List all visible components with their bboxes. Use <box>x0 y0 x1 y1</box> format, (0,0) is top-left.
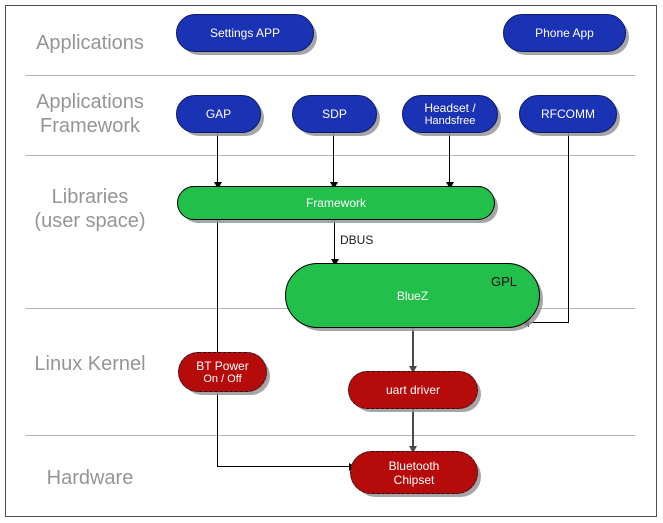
edge-sdp-to-framework-arrowhead <box>330 182 338 189</box>
node-bt-power-label-line1: BT Power <box>196 358 249 373</box>
node-framework-label: Framework <box>305 196 366 210</box>
edge-gap-to-framework-arrowhead <box>214 182 222 189</box>
layer-label-linux-kernel: Linux Kernel <box>34 353 146 375</box>
divider-applications-framework <box>25 155 635 156</box>
layer-label-applications-framework-line2: Framework <box>39 115 140 137</box>
layer-label-libraries-line2: (user space) <box>34 210 146 232</box>
layer-label-applications: Applications <box>36 32 144 54</box>
edge-gap-to-framework-line <box>217 133 218 186</box>
edge-uart-to-chipset-arrowhead <box>409 446 417 453</box>
node-bt-power[interactable]: BT Power On / Off <box>178 352 267 392</box>
node-sdp-label: SDP <box>322 107 347 121</box>
edge-bluez-to-uart-arrowhead <box>409 366 417 373</box>
diagram-frame-border <box>5 5 657 517</box>
edge-uart-to-chipset-line <box>412 408 414 450</box>
edge-bluez-to-uart-line <box>412 328 414 370</box>
node-bluetooth-chipset-label-line1: Bluetooth <box>388 458 440 473</box>
node-bluez[interactable]: GPL BlueZ <box>285 263 540 328</box>
edge-headset-to-framework-line <box>449 133 450 186</box>
node-headset-handsfree[interactable]: Headset / Handsfree <box>402 95 498 133</box>
node-headset-handsfree-label-line2: Handsfree <box>424 114 476 127</box>
node-rfcomm[interactable]: RFCOMM <box>519 95 617 133</box>
layer-label-hardware: Hardware <box>46 467 134 489</box>
edge-framework-to-bluez-line <box>334 220 335 264</box>
node-phone-app-label: Phone App <box>535 26 594 40</box>
edge-rfcomm-to-bluez-vertical <box>568 133 569 323</box>
layer-label-libraries: Libraries (user space) <box>10 185 170 233</box>
node-gap-label: GAP <box>205 107 232 121</box>
divider-linux-kernel <box>25 435 635 436</box>
edge-label-dbus: DBUS <box>340 233 374 247</box>
node-phone-app[interactable]: Phone App <box>503 14 626 52</box>
node-gap[interactable]: GAP <box>176 95 261 133</box>
node-headset-handsfree-label-line1: Headset / <box>424 100 476 115</box>
node-uart-driver[interactable]: uart driver <box>348 371 478 409</box>
edge-framework-to-bluez-arrowhead <box>331 259 339 266</box>
edge-rfcomm-to-bluez-arrowhead <box>522 319 529 327</box>
node-bluez-gpl-badge: GPL <box>490 274 517 289</box>
node-bluez-label: BlueZ <box>396 288 429 303</box>
node-bluetooth-chipset-label-line2: Chipset <box>393 472 435 487</box>
divider-applications <box>25 75 635 76</box>
layer-label-libraries-line1: Libraries <box>51 186 129 208</box>
layer-label-applications-framework-line1: Applications <box>36 91 144 113</box>
node-settings-app[interactable]: Settings APP <box>176 14 314 52</box>
edge-rfcomm-to-bluez-horizontal <box>528 322 569 323</box>
node-bt-power-label-line2: On / Off <box>203 372 242 385</box>
node-bluetooth-chipset[interactable]: Bluetooth Chipset <box>350 451 478 494</box>
edge-gap-to-chipset-horizontal <box>217 466 351 467</box>
node-settings-app-label: Settings APP <box>209 26 281 40</box>
edge-headset-to-framework-arrowhead <box>446 182 454 189</box>
edge-sdp-to-framework-line <box>333 133 334 186</box>
node-framework[interactable]: Framework <box>177 186 495 220</box>
edge-gap-to-chipset-vertical <box>217 186 218 467</box>
node-sdp[interactable]: SDP <box>292 95 377 133</box>
node-uart-driver-label: uart driver <box>385 383 441 397</box>
layer-label-applications-framework: Applications Framework <box>10 90 170 138</box>
node-rfcomm-label: RFCOMM <box>541 107 595 121</box>
